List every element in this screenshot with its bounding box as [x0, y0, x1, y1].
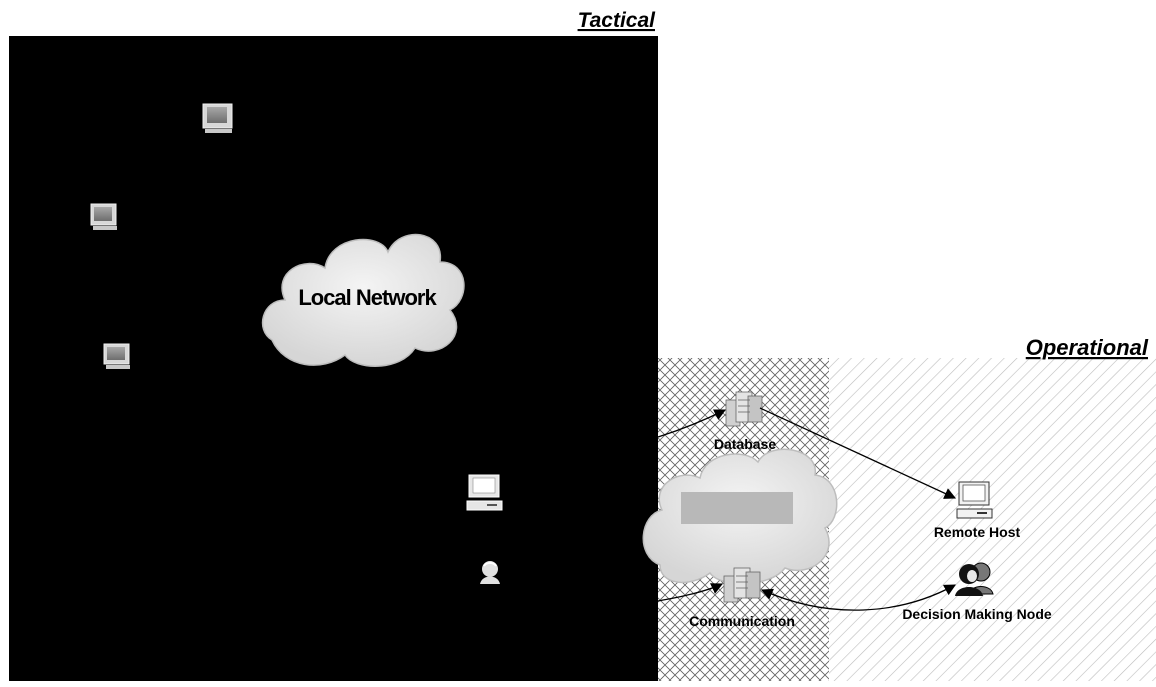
local-network-label: Local Network	[298, 285, 437, 310]
edge-tactical-to-communication	[657, 583, 724, 602]
database-label: Database	[714, 436, 776, 452]
remote-host-computer-icon	[956, 481, 993, 519]
operational-title: Operational	[1026, 335, 1149, 360]
edge-communication-decision-node	[760, 584, 957, 611]
edge-database-to-remote-host	[759, 407, 957, 499]
edge-tactical-to-database	[657, 409, 727, 438]
communication-server-icon	[723, 567, 761, 603]
decision-making-people-icon	[955, 562, 994, 596]
local-network-cloud-icon	[261, 233, 465, 367]
tactical-user-person-icon	[480, 561, 500, 584]
terminal-2-monitor-icon	[90, 203, 117, 230]
terminal-1-monitor-icon	[202, 103, 233, 133]
decision-making-node-label: Decision Making Node	[902, 606, 1052, 622]
communication-label: Communication	[689, 613, 795, 629]
tactical-workstation-computer-icon	[466, 474, 503, 511]
terminal-3-monitor-icon	[103, 343, 130, 369]
tactical-title: Tactical	[578, 9, 657, 32]
database-server-icon	[725, 391, 763, 427]
remote-host-label: Remote Host	[934, 524, 1021, 540]
operational-zone	[829, 358, 1156, 681]
